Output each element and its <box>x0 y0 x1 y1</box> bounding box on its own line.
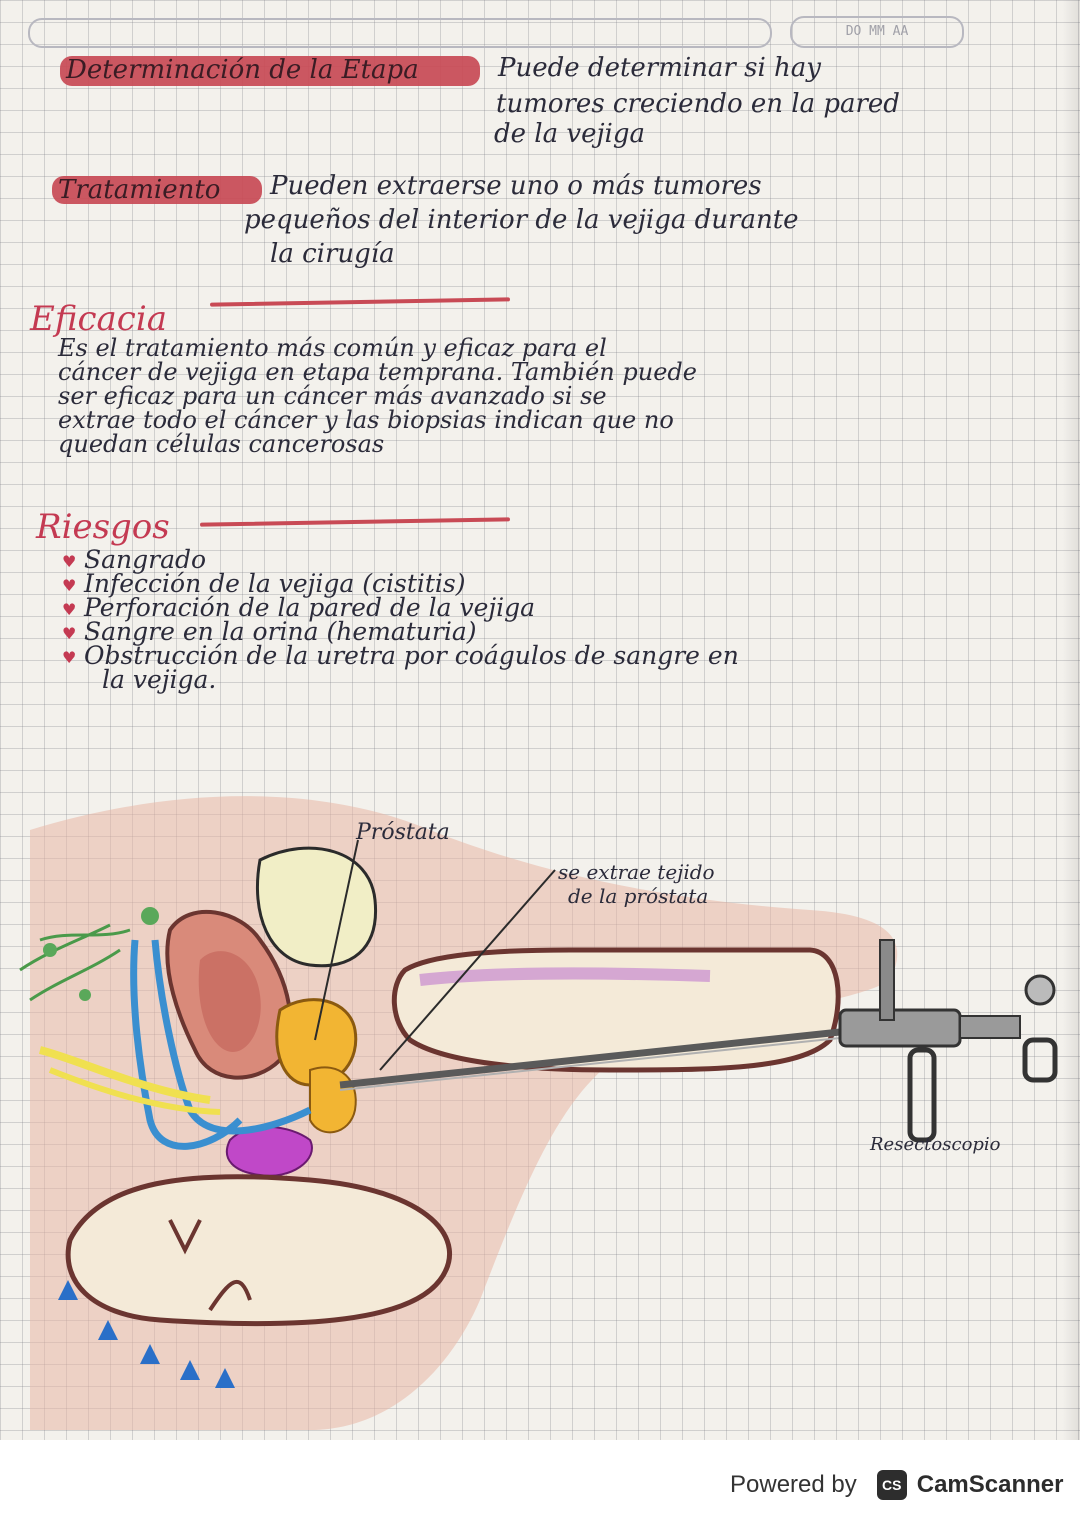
resectoscope-shaft-highlight <box>339 1037 841 1091</box>
determinacion-text-3: de la vejiga <box>494 119 645 149</box>
resectoscope-shaft <box>339 1028 841 1089</box>
determinacion-text-1: Puede determinar si hay <box>498 53 821 83</box>
label-extrae-1: se extrae tejido <box>558 860 715 884</box>
date-field: DO MM AA <box>790 16 964 48</box>
resectoscope-ring <box>1022 1037 1058 1083</box>
heart-bullet-icon: ♥ <box>62 648 77 667</box>
determinacion-text-2: tumores creciendo en la pared <box>496 89 900 119</box>
prostata-leader-line <box>314 839 359 1041</box>
resectoscope-wheel <box>1024 974 1056 1006</box>
list-item: la vejiga. <box>102 665 217 694</box>
extrae-leader-line <box>379 869 556 1071</box>
list-item: ♥Sangre en la orina (hematuria) <box>62 617 477 646</box>
eficacia-line: extrae todo el cáncer y las biopsias ind… <box>58 406 674 434</box>
determinacion-highlight <box>60 56 480 86</box>
camscanner-brand: CamScanner <box>916 1471 1064 1498</box>
tissue-fold <box>168 1219 202 1255</box>
spine-markers <box>58 1280 235 1388</box>
pubic-bone <box>255 846 378 968</box>
header-title-field <box>28 18 772 48</box>
lymph-node <box>79 989 91 1001</box>
heart-bullet-icon: ♥ <box>62 600 77 619</box>
tratamiento-highlight <box>52 176 262 204</box>
list-item: ♥Sangrado <box>62 545 207 574</box>
nerve-network <box>19 923 131 1002</box>
resectoscope-stem <box>879 939 895 1021</box>
list-item: ♥Obstrucción de la uretra por coágulos d… <box>62 641 739 670</box>
bladder-wall <box>198 951 261 1052</box>
eficacia-line: Es el tratamiento más común y eficaz par… <box>58 334 607 362</box>
ureter-left <box>130 939 243 1150</box>
vas-deferens <box>39 1046 211 1104</box>
resectoscope-eyepiece <box>959 1015 1021 1039</box>
list-item: ♥Infección de la vejiga (cistitis) <box>62 569 466 598</box>
tratamiento-title: Tratamiento <box>58 175 221 205</box>
anatomy-drawing <box>19 796 1058 1430</box>
tratamiento-text-1: Pueden extraerse uno o más tumores <box>270 171 762 201</box>
heart-bullet-icon: ♥ <box>62 552 77 571</box>
prostate-lower <box>309 1066 357 1134</box>
eficacia-line: quedan células cancerosas <box>58 430 385 458</box>
heart-bullet-icon: ♥ <box>62 624 77 643</box>
page-edge-shadow <box>1062 0 1080 1440</box>
riesgos-heading: Riesgos <box>36 507 170 547</box>
tratamiento-text-3: la cirugía <box>270 239 395 269</box>
camscanner-watermark: Powered by CS CamScanner <box>730 1470 1063 1500</box>
tissue-fold <box>208 1279 252 1312</box>
label-resectoscopio: Resectoscopio <box>870 1134 1001 1155</box>
heart-bullet-icon: ♥ <box>62 576 77 595</box>
resectoscope-body <box>838 1008 962 1048</box>
eficacia-line: cáncer de vejiga en etapa temprana. Tamb… <box>58 358 697 386</box>
vas-deferens-2 <box>48 1067 221 1115</box>
tissue-region <box>30 796 898 1430</box>
eficacia-line: ser eficaz para un cáncer más avanzado s… <box>58 382 607 410</box>
rectum <box>65 1174 452 1327</box>
urethral-tissue <box>419 967 711 986</box>
list-item: ♥Perforación de la pared de la vejiga <box>62 593 536 622</box>
resectoscope-grip <box>907 1047 937 1143</box>
tratamiento-text-2: pequeños del interior de la vejiga duran… <box>244 205 799 235</box>
riesgos-list: ♥Sangrado ♥Infección de la vejiga (cisti… <box>62 545 982 694</box>
determinacion-title: Determinación de la Etapa <box>66 55 419 85</box>
lymph-node <box>141 907 159 925</box>
eficacia-paragraph: Es el tratamiento más común y eficaz par… <box>58 336 958 456</box>
label-prostata: Próstata <box>356 820 450 845</box>
lymph-node <box>43 943 57 957</box>
prostate <box>275 998 358 1087</box>
eficacia-heading: Eficacia <box>30 299 167 339</box>
label-extrae-2: de la próstata <box>568 884 709 908</box>
powered-by-text: Powered by <box>730 1471 857 1498</box>
camscanner-logo-icon: CS <box>876 1470 907 1500</box>
